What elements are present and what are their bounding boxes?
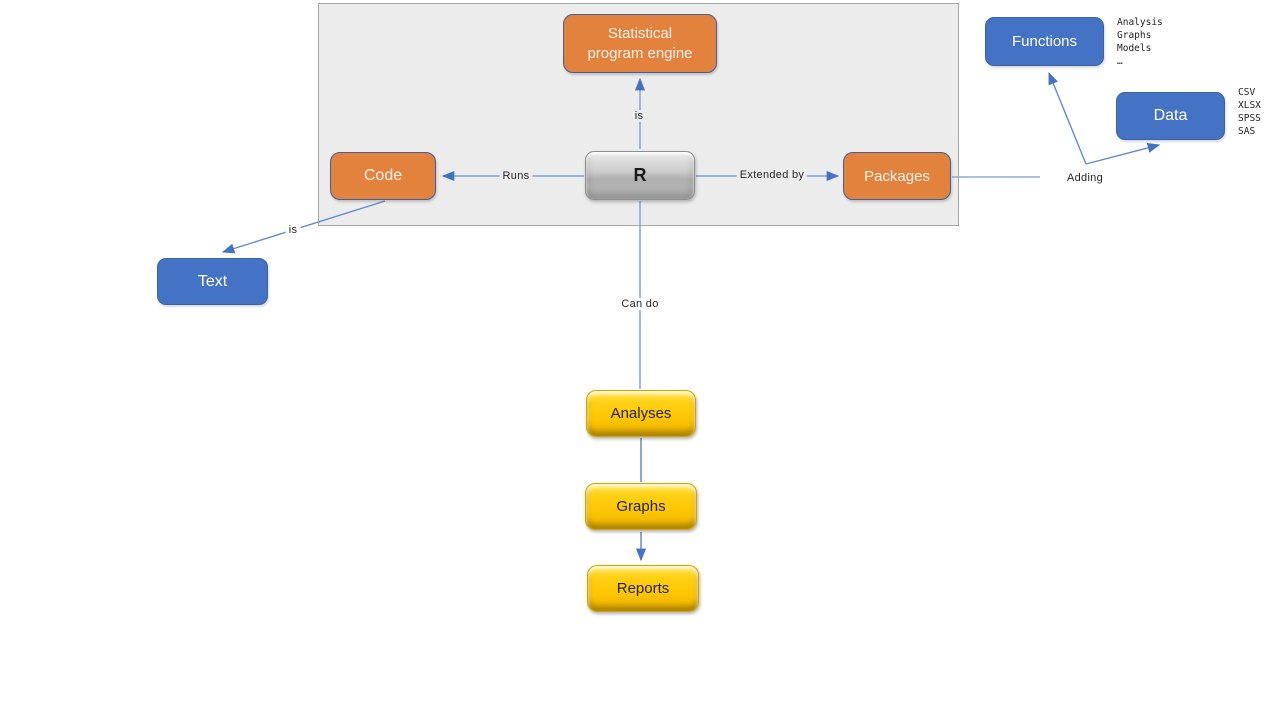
node-code-label: Code [363,167,403,184]
node-packages-label: Packages [864,167,930,185]
node-data-label: Data [1153,107,1188,124]
edge-label-is-text: is [285,224,301,236]
node-analyses-label: Analyses [610,405,672,422]
node-reports: Reports [587,565,699,612]
node-packages: Packages [843,152,951,200]
edge-label-adding: Adding [1063,172,1107,184]
edge-label-extended-by: Extended by [736,169,808,181]
node-statistical-program-engine-label: Statistical program engine [587,24,693,62]
functions-note-graphs: Graphs [1117,30,1152,41]
node-graphs-label: Graphs [616,498,666,515]
edge-adding-to-data [1085,142,1161,165]
node-functions-label: Functions [1011,33,1078,50]
node-statistical-program-engine: Statistical program engine [563,14,717,73]
node-analyses: Analyses [586,390,696,437]
functions-note-analysis: Analysis [1117,17,1163,28]
data-note-csv: CSV [1238,87,1256,98]
data-note-spss: SPSS [1238,113,1261,124]
edge-adding-to-functions [1048,71,1087,165]
data-notes: CSV XLSX SPSS SAS [1238,86,1261,138]
node-text: Text [157,258,268,305]
data-note-xlsx: XLSX [1238,100,1261,111]
node-code: Code [330,152,436,200]
data-note-sas: SAS [1238,126,1256,137]
edge-code-to-text [221,200,386,254]
functions-note-ellipsis: … [1117,56,1123,67]
node-graphs: Graphs [585,483,697,530]
edge-label-runs: Runs [499,170,533,182]
node-r: R [585,151,695,200]
node-functions: Functions [985,17,1104,66]
node-r-label: R [633,165,647,185]
node-data: Data [1116,92,1225,140]
functions-notes: Analysis Graphs Models … [1117,16,1163,68]
edge-label-is-engine: is [631,110,647,122]
node-text-label: Text [197,272,228,290]
functions-note-models: Models [1117,43,1152,54]
node-reports-label: Reports [616,580,670,597]
edge-label-can-do: Can do [618,298,662,310]
